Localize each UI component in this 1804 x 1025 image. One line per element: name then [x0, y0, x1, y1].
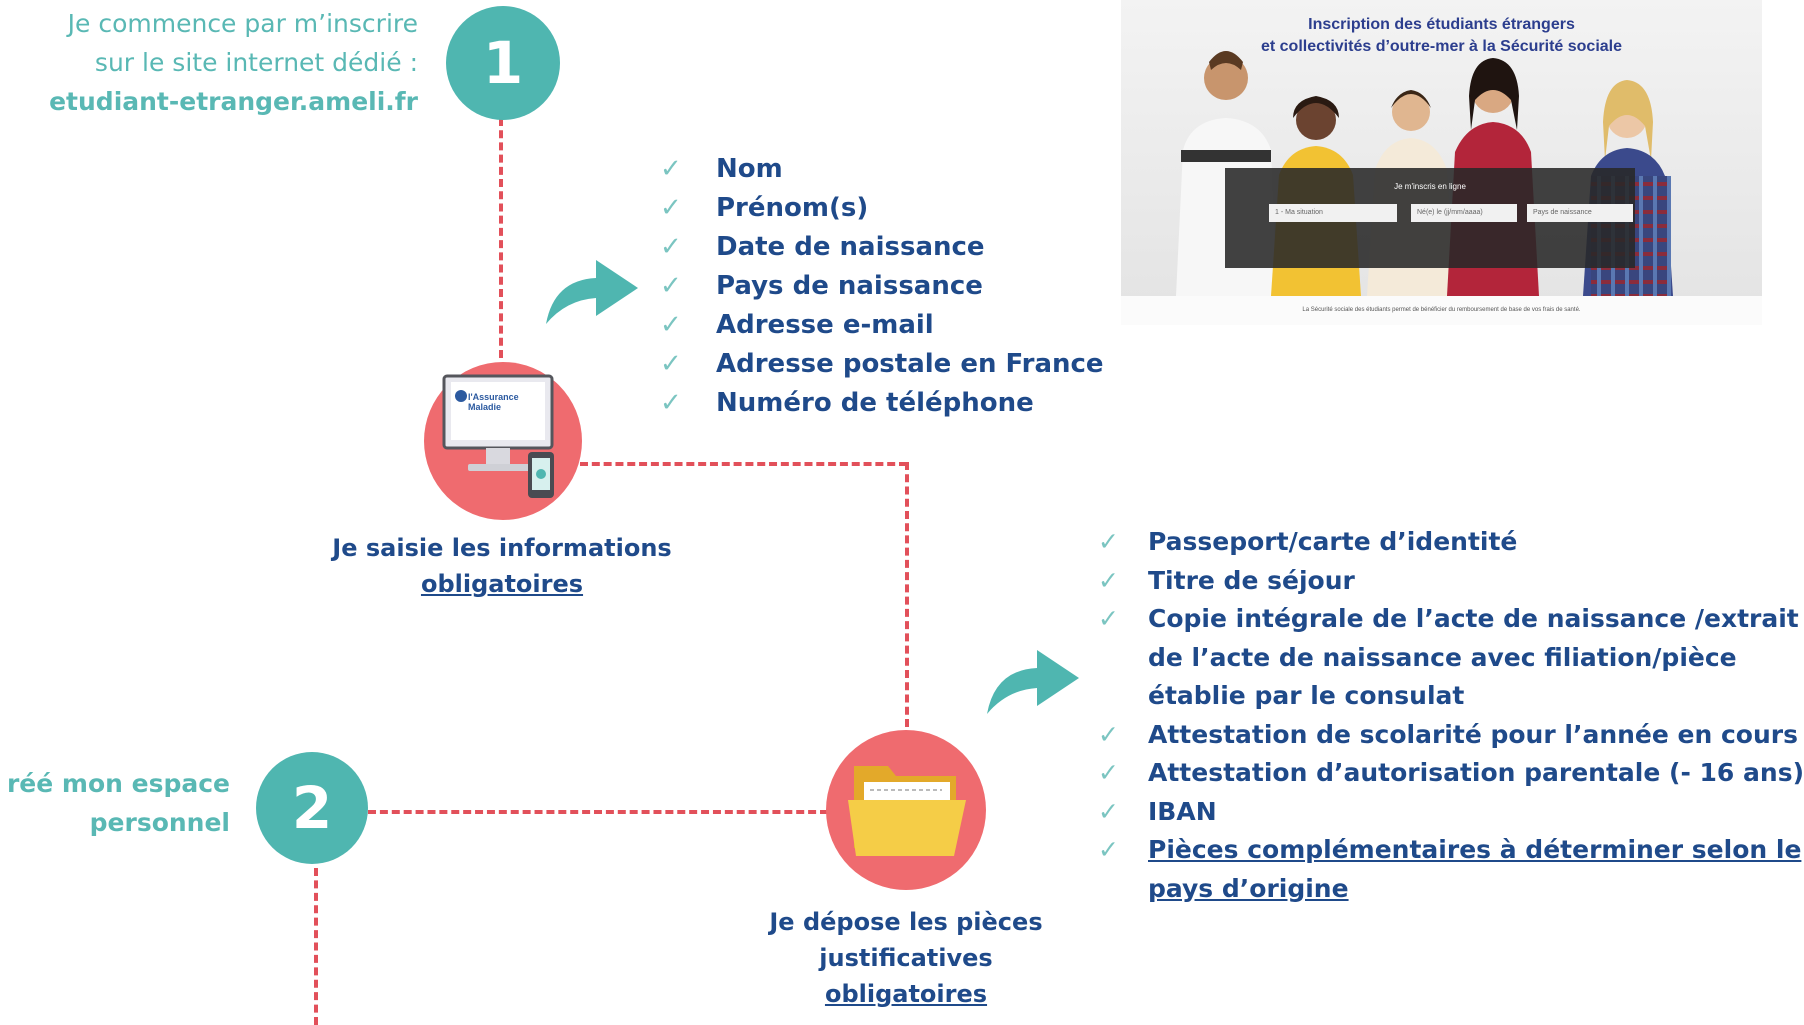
document-label: Passeport/carte d’identité	[1148, 527, 1518, 556]
connector-step2-down	[314, 868, 318, 1025]
document-item: ✓ Attestation d’autorisation parentale (-…	[1098, 754, 1804, 793]
website-title-line2: et collectivités d’outre-mer à la Sécuri…	[1260, 38, 1623, 55]
step2-text: réé mon espace personnel	[0, 764, 230, 842]
step2-number: 2	[291, 774, 333, 842]
document-label-link[interactable]: Pièces complémentaires à déterminer selo…	[1148, 835, 1802, 864]
documents-step-caption: Je dépose les pièces justificatives obli…	[736, 904, 1076, 1012]
signup-panel-title: Je m'inscris en ligne	[1394, 182, 1466, 191]
check-icon: ✓	[660, 349, 682, 379]
info-field-item: ✓ Pays de naissance	[660, 267, 1104, 306]
birth-country-select[interactable]: Pays de naissance	[1527, 204, 1633, 222]
curved-arrow-icon	[546, 260, 638, 324]
info-field-label: Adresse e-mail	[716, 310, 934, 340]
document-item-continued: de l’acte de naissance avec filiation/pi…	[1148, 639, 1804, 678]
info-fields-list: ✓ Nom ✓ Prénom(s) ✓ Date de naissance ✓ Pays…	[660, 150, 1104, 423]
check-icon: ✓	[1098, 758, 1119, 787]
check-icon: ✓	[1098, 527, 1119, 556]
info-field-item: ✓ Prénom(s)	[660, 189, 1104, 228]
signup-panel: Je m'inscris en ligne 1 - Ma situation N…	[1225, 168, 1635, 268]
info-field-label: Date de naissance	[716, 232, 985, 262]
check-icon: ✓	[660, 310, 682, 340]
step1-number: 1	[482, 29, 524, 97]
document-item: ✓ Copie intégrale de l’acte de naissance …	[1098, 600, 1804, 639]
situation-select[interactable]: 1 - Ma situation	[1269, 204, 1397, 222]
documents-caption-line2-prefix: justificatives	[819, 944, 993, 972]
document-label: de l’acte de naissance avec filiation/pi…	[1148, 642, 1737, 672]
documents-step-badge	[826, 730, 986, 890]
connector-info-to-docs-h	[580, 462, 907, 466]
step1-intro-line2: sur le site internet dédié :	[94, 48, 418, 77]
info-field-item: ✓ Date de naissance	[660, 228, 1104, 267]
document-item: ✓ IBAN	[1098, 793, 1804, 832]
info-field-item: ✓ Nom	[660, 150, 1104, 189]
document-item-continued: pays d’origine	[1148, 870, 1804, 909]
documents-caption-line2-underlined[interactable]: obligatoires	[824, 980, 988, 1008]
step2-text-line1: réé mon espace	[6, 769, 230, 798]
info-step-badge: l'Assurance Maladie	[424, 362, 582, 520]
computer-icon	[442, 374, 554, 498]
connector-step2-to-docs	[368, 810, 828, 814]
document-label-link[interactable]: pays d’origine	[1148, 873, 1349, 903]
monitor-logo-text: l'Assurance Maladie	[468, 392, 519, 412]
birthdate-input[interactable]: Né(e) le (jj/mm/aaaa)	[1411, 204, 1517, 222]
document-label: Attestation d’autorisation parentale (- …	[1148, 758, 1804, 787]
document-label: Copie intégrale de l’acte de naissance /…	[1148, 604, 1799, 633]
check-icon: ✓	[1098, 835, 1119, 864]
check-icon: ✓	[1098, 604, 1119, 633]
info-field-item: ✓ Adresse e-mail	[660, 306, 1104, 345]
info-field-label: Adresse postale en France	[716, 349, 1104, 379]
check-icon: ✓	[660, 154, 682, 184]
documents-caption-line1: Je dépose les pièces	[769, 908, 1043, 936]
connector-step1-to-info	[499, 118, 503, 358]
document-label: Attestation de scolarité pour l’année en…	[1148, 719, 1798, 749]
document-item: ✓ Titre de séjour	[1098, 562, 1804, 601]
document-label: Titre de séjour	[1148, 565, 1355, 595]
info-field-label: Prénom(s)	[716, 193, 869, 223]
info-field-item: ✓ Numéro de téléphone	[660, 384, 1104, 423]
check-icon: ✓	[660, 232, 682, 262]
check-icon: ✓	[660, 193, 682, 223]
website-title-line1: Inscription des étudiants étrangers	[1308, 16, 1575, 33]
info-caption-line2[interactable]: obligatoires	[420, 570, 584, 598]
connector-info-to-docs-v	[905, 462, 909, 727]
website-footer: La Sécurité sociale des étudiants permet…	[1121, 296, 1762, 325]
check-icon: ✓	[660, 388, 682, 418]
documents-list: ✓ Passeport/carte d’identité ✓ Titre de sé…	[1098, 523, 1804, 909]
document-item: ✓ Attestation de scolarité pour l’année e…	[1098, 716, 1804, 755]
step1-number-badge: 1	[446, 6, 560, 120]
info-field-item: ✓ Adresse postale en France	[660, 345, 1104, 384]
check-icon: ✓	[1098, 796, 1119, 826]
check-icon: ✓	[1098, 565, 1119, 595]
document-item: ✓ Pièces complémentaires à déterminer sel…	[1098, 831, 1804, 870]
curved-arrow-icon	[987, 650, 1079, 714]
document-label: établie par le consulat	[1148, 681, 1465, 710]
info-field-label: Nom	[716, 154, 783, 184]
document-label: IBAN	[1148, 796, 1217, 826]
check-icon: ✓	[1098, 719, 1119, 749]
info-field-label: Numéro de téléphone	[716, 388, 1034, 418]
website-preview: Inscription des étudiants étrangers et c…	[1121, 0, 1762, 325]
step2-text-line2: personnel	[89, 808, 230, 837]
step1-intro: Je commence par m’inscrire sur le site i…	[20, 4, 418, 121]
step1-intro-line1: Je commence par m’inscrire	[67, 9, 418, 38]
document-item: ✓ Passeport/carte d’identité	[1098, 523, 1804, 562]
step2-number-badge: 2	[256, 752, 368, 864]
document-item-continued: établie par le consulat	[1148, 677, 1804, 716]
folder-icon	[848, 766, 966, 856]
step1-url[interactable]: etudiant-etranger.ameli.fr	[49, 87, 418, 116]
info-caption-line1: Je saisie les informations	[332, 534, 672, 562]
website-title: Inscription des étudiants étrangers et c…	[1121, 14, 1762, 58]
info-field-label: Pays de naissance	[716, 271, 983, 301]
check-icon: ✓	[660, 271, 682, 301]
info-step-caption: Je saisie les informations obligatoires	[332, 530, 672, 602]
